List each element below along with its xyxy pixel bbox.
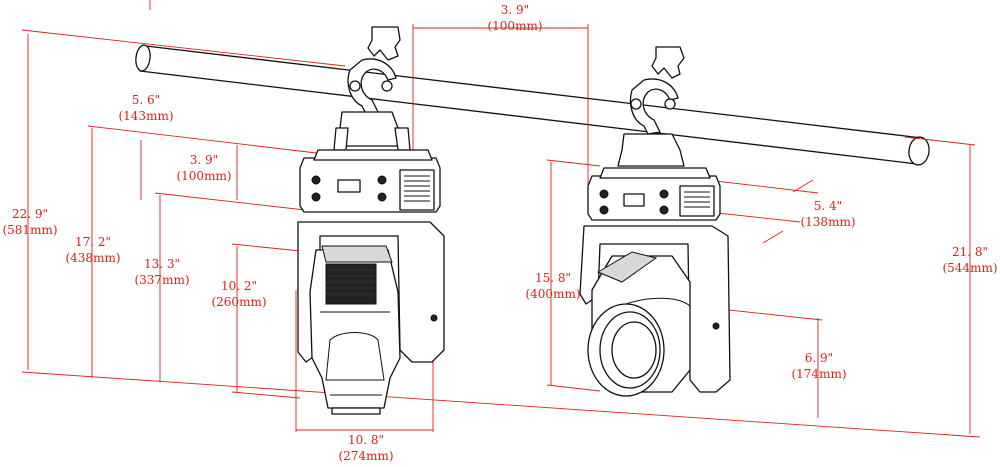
dimension-labels: 22. 9" (581mm) 17. 2" (438mm) 13. 3" (33… (2, 3, 997, 463)
front-height-2-metric: (438mm) (65, 251, 120, 265)
lens-offset-label: 6. 9" (805, 351, 833, 365)
base-width-metric: (143mm) (118, 109, 173, 123)
side-height-label: 15. 8" (535, 271, 571, 285)
side-base (587, 167, 721, 221)
front-head (297, 221, 445, 415)
truss-pipe (135, 44, 930, 166)
dimension-lines (21, 0, 981, 438)
base-depth-metric: (100mm) (176, 169, 231, 183)
front-height-4-label: 10. 2" (221, 279, 257, 293)
base-width-label: 5. 6" (132, 93, 160, 107)
side-total-height-metric: (544mm) (942, 261, 997, 275)
front-width-metric: (274mm) (338, 449, 393, 463)
front-height-2-label: 17. 2" (75, 235, 111, 249)
lens-offset-metric: (174mm) (791, 367, 846, 381)
front-clamp (333, 26, 411, 151)
side-base-depth-label: 5. 4" (814, 199, 842, 213)
front-total-height-label: 22. 9" (12, 207, 48, 221)
front-total-height-metric: (581mm) (2, 223, 57, 237)
top-offset-metric: (100mm) (487, 19, 542, 33)
front-height-3-label: 13. 3" (144, 257, 180, 271)
front-height-4-metric: (260mm) (211, 295, 266, 309)
side-head (579, 225, 731, 397)
top-offset-label: 3. 9" (501, 3, 529, 17)
side-base-depth-metric: (138mm) (800, 215, 855, 229)
side-total-height-label: 21. 8" (952, 245, 988, 259)
front-fixture (297, 26, 445, 415)
front-height-3-metric: (337mm) (134, 273, 189, 287)
base-depth-label: 3. 9" (190, 153, 218, 167)
front-base (299, 149, 441, 213)
side-fixture (579, 46, 731, 397)
side-height-metric: (400mm) (525, 287, 580, 301)
side-clamp (617, 46, 685, 167)
front-width-label: 10. 8" (348, 433, 384, 447)
